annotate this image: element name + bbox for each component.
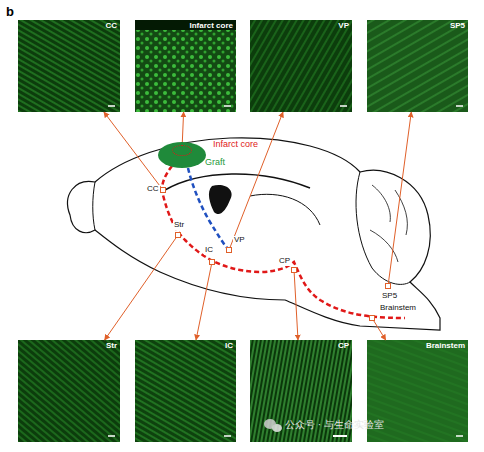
sample-site: SP5 bbox=[385, 283, 391, 289]
panel-letter: b bbox=[6, 4, 14, 19]
leader-arrow bbox=[196, 265, 211, 340]
hippocampus bbox=[250, 194, 320, 225]
micrograph-panel: Str bbox=[18, 340, 120, 442]
panel-label: Str bbox=[106, 342, 117, 351]
region-label: Infarct core bbox=[213, 140, 258, 150]
region-label: IC bbox=[204, 246, 214, 255]
watermark-icon bbox=[264, 419, 282, 432]
ventricle bbox=[209, 185, 232, 214]
sample-site: CC bbox=[160, 187, 166, 193]
micrograph-panel: VP bbox=[250, 20, 352, 112]
panel-label: CC bbox=[105, 22, 117, 31]
region-label: SP5 bbox=[381, 292, 398, 301]
projection-path bbox=[162, 166, 405, 318]
panel-label: SP5 bbox=[450, 22, 465, 31]
panel-label: VP bbox=[338, 22, 349, 31]
cerebellum-boundary bbox=[356, 172, 410, 284]
sample-site: CP bbox=[291, 267, 297, 273]
olfactory-boundary bbox=[93, 182, 95, 230]
watermark: 公众号 · 与生命实验室 bbox=[285, 418, 384, 432]
region-label: VP bbox=[233, 236, 246, 245]
sample-site: IC bbox=[209, 259, 215, 265]
leader-arrow bbox=[104, 112, 161, 187]
micrograph-panel: IC bbox=[135, 340, 236, 442]
micrograph-panel: CC bbox=[18, 20, 120, 112]
leader-arrow bbox=[230, 112, 283, 247]
panel-label: IC bbox=[225, 342, 233, 351]
micrograph-panel: Infarct core bbox=[135, 20, 236, 112]
cerebellum-folds bbox=[370, 185, 407, 262]
graft-region: GraftInfarct core bbox=[158, 142, 206, 168]
region-label: Graft bbox=[205, 158, 225, 168]
infarct-region: Infarct core bbox=[172, 145, 192, 156]
leader-arrow bbox=[294, 273, 298, 340]
panel-label: Brainstem bbox=[426, 342, 465, 351]
sample-site: Str bbox=[175, 232, 181, 238]
region-label: CC bbox=[146, 185, 160, 194]
panel-label: Infarct core bbox=[189, 22, 233, 31]
region-label: Str bbox=[173, 221, 185, 230]
leader-arrow bbox=[374, 321, 386, 340]
micrograph-panel: SP5 bbox=[367, 20, 468, 112]
leader-arrow bbox=[388, 112, 411, 283]
panel-label: CP bbox=[338, 342, 349, 351]
projection-path bbox=[188, 168, 229, 250]
leader-arrow bbox=[105, 238, 176, 340]
corpus-callosum bbox=[165, 174, 310, 190]
brain-outline bbox=[68, 138, 440, 330]
sample-site: Brainstem bbox=[369, 315, 375, 321]
leader-arrow bbox=[182, 112, 183, 145]
region-label: CP bbox=[278, 257, 291, 266]
sample-site: VP bbox=[226, 247, 232, 253]
micrograph bbox=[18, 20, 468, 442]
region-label: Brainstem bbox=[379, 304, 417, 313]
